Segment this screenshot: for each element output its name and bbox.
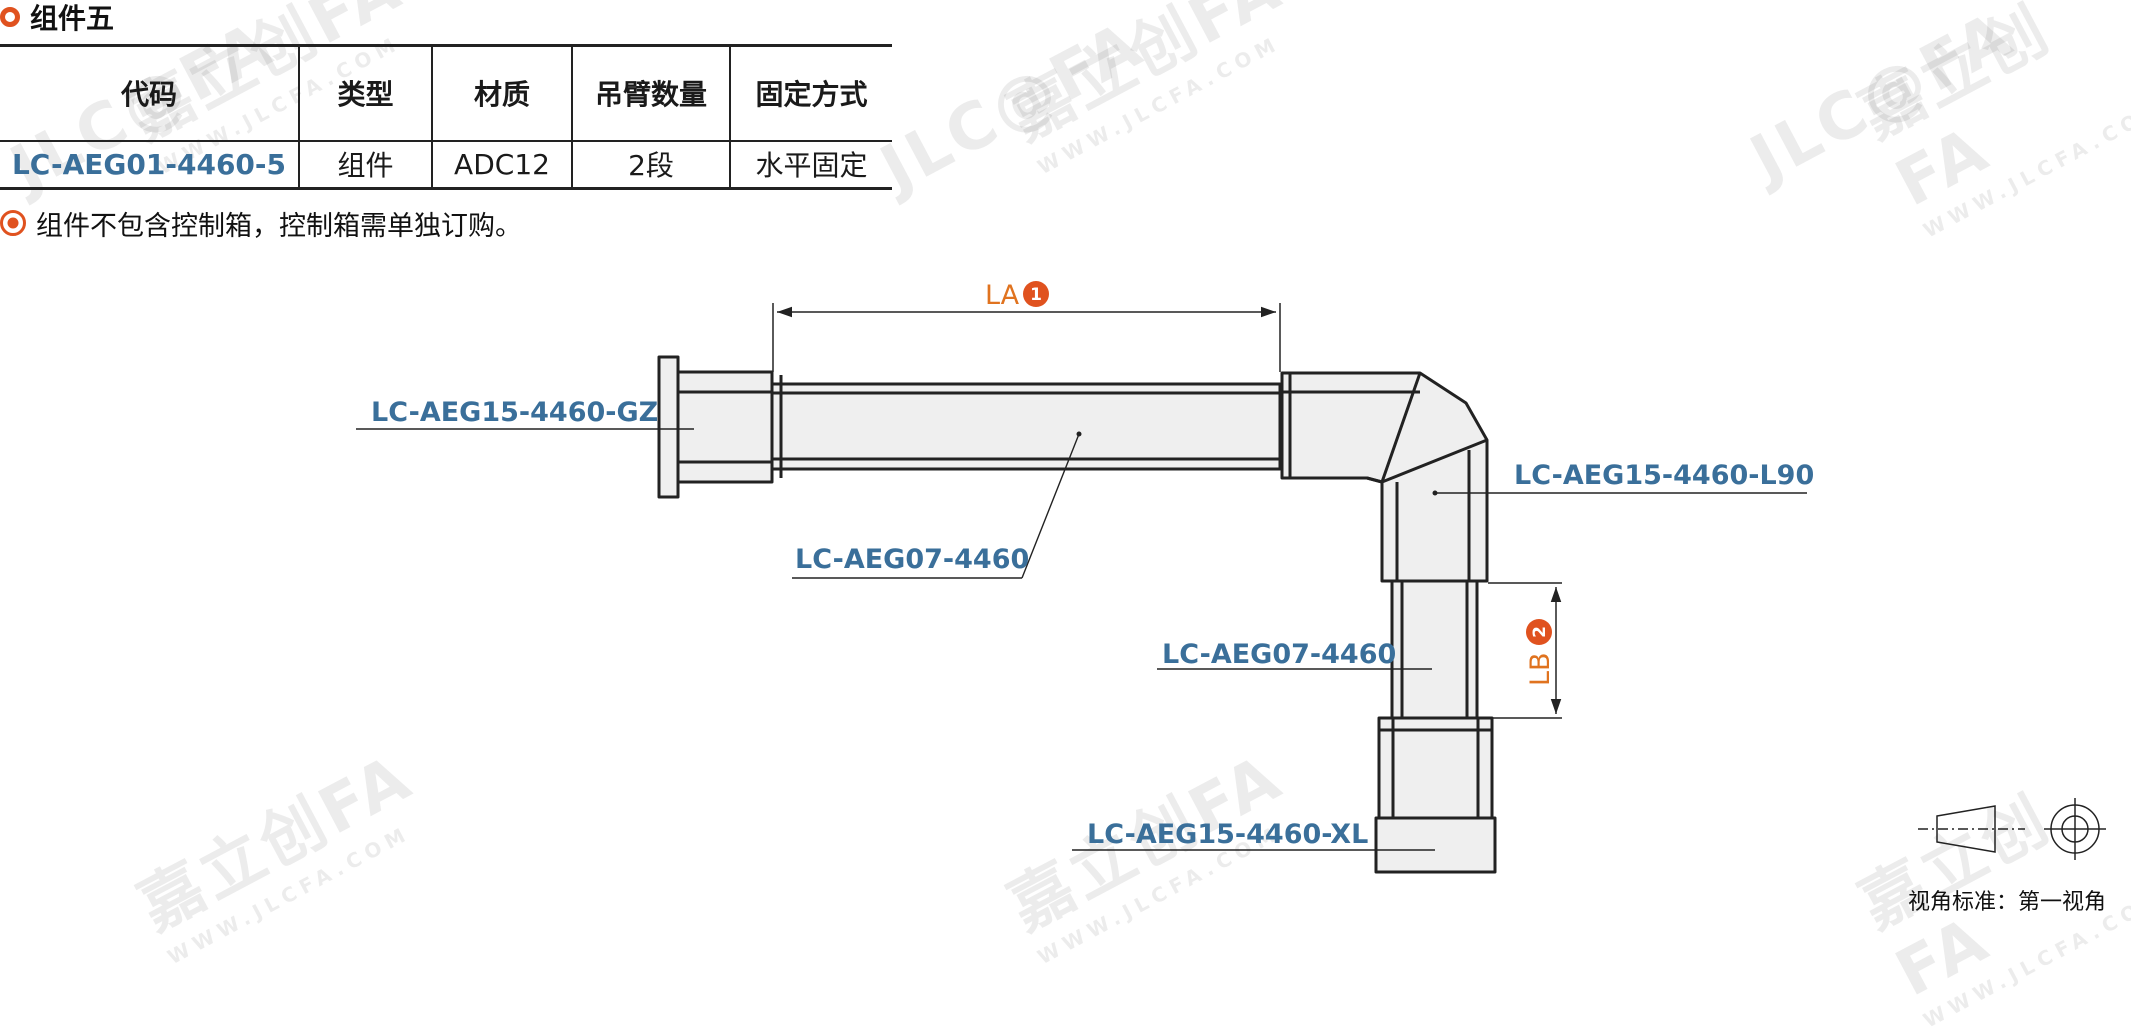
cell-type: 组件 (298, 140, 432, 190)
dimension-lb-label: LB (1525, 652, 1556, 686)
section-title: 组件五 (30, 2, 115, 35)
part-label-end-part[interactable]: LC-AEG15-4460-XL (1087, 819, 1368, 850)
note-text: 组件不包含控制箱，控制箱需单独订购。 (36, 210, 522, 242)
dimension-badge-icon (1023, 281, 1049, 307)
dimension-badge-icon (1526, 619, 1552, 645)
spec-table: 代码 类型 材质 吊臂数量 固定方式 LC-AEG01-4460-5 组件 AD… (0, 44, 892, 190)
dimension-lb (1488, 582, 1562, 719)
dimension-la (772, 303, 1281, 372)
section-header: 组件五 (0, 0, 115, 35)
cell-arm-count: 2段 (571, 140, 730, 190)
column-header-material: 材质 (431, 44, 572, 142)
vertical-tube-part (1390, 579, 1479, 720)
part-label-horizontal-tube[interactable]: LC-AEG07-4460 (795, 544, 1029, 575)
elbow-part (1280, 371, 1489, 583)
part-label-vertical-tube[interactable]: LC-AEG07-4460 (1162, 639, 1396, 670)
table-header-row: 代码 类型 材质 吊臂数量 固定方式 (0, 44, 892, 142)
assembly-drawing: LA 1 LB 2 LC-AEG15-4460-GZ LC-AEG07-4460… (356, 280, 2106, 874)
ring-icon (0, 7, 20, 27)
column-header-mounting: 固定方式 (729, 44, 892, 142)
first-angle-projection-icon (1918, 798, 2106, 860)
mount-base-part (657, 355, 774, 499)
view-standard-note: 视角标准：第一视角 (1908, 890, 2107, 915)
dot-circle-icon (0, 210, 26, 236)
cell-mounting: 水平固定 (729, 140, 892, 190)
column-header-code: 代码 (0, 44, 299, 142)
table-row: LC-AEG01-4460-5 组件 ADC12 2段 水平固定 (0, 140, 892, 190)
cell-material: ADC12 (431, 140, 572, 190)
end-part (1374, 716, 1497, 874)
column-header-type: 类型 (298, 44, 432, 142)
dimension-la-label: LA (985, 280, 1020, 311)
part-label-mount-base[interactable]: LC-AEG15-4460-GZ (371, 397, 658, 428)
cell-code-link[interactable]: LC-AEG01-4460-5 (0, 140, 299, 190)
column-header-arm-count: 吊臂数量 (571, 44, 730, 142)
dimension-la-badge: 1 (1030, 285, 1042, 305)
dimension-lb-badge: 2 (1530, 626, 1550, 638)
leader-lines (356, 428, 1807, 851)
horizontal-tube-part (770, 375, 1282, 478)
leader-dots (1076, 431, 1438, 496)
part-label-elbow[interactable]: LC-AEG15-4460-L90 (1514, 460, 1814, 491)
note: 组件不包含控制箱，控制箱需单独订购。 (0, 206, 522, 242)
